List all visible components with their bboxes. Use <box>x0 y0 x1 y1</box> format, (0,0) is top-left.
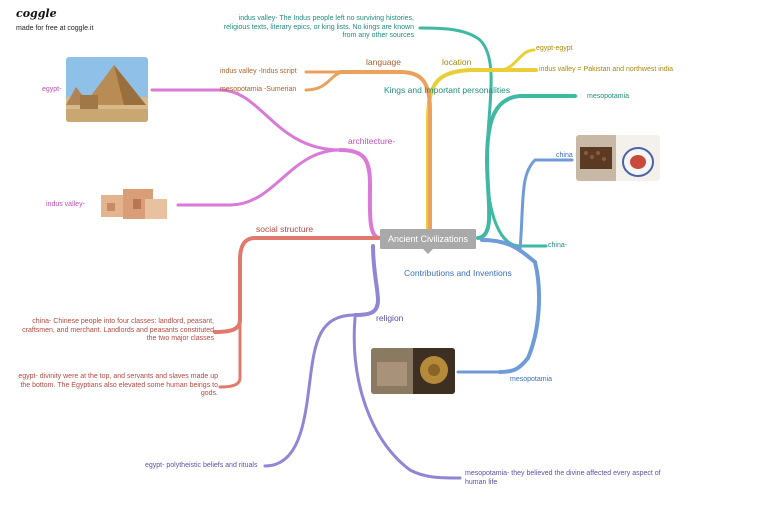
branch-label-language[interactable]: language <box>366 57 401 67</box>
branch-label-kings[interactable]: Kings and Important personalities <box>384 85 511 95</box>
branch-contributions-line <box>480 238 542 374</box>
branch-location-egypt-line <box>498 48 536 72</box>
branch-label-architecture[interactable]: architecture- <box>348 136 396 146</box>
branch-kings-china-line <box>485 168 548 248</box>
indus-ruins-drawing <box>93 183 171 225</box>
branch-kings-indus-line <box>418 26 493 162</box>
pyramids-image[interactable] <box>66 57 148 122</box>
branch-social-egypt-line <box>218 318 242 389</box>
branch-social-line <box>213 236 382 334</box>
branch-architecture-egypt-line <box>150 88 342 152</box>
leaf-contributions-mesopotamia[interactable]: mesopotamia <box>510 376 553 383</box>
mesopotamia-artifacts-drawing <box>371 348 455 394</box>
leaf-contributions-china[interactable]: china <box>556 152 573 159</box>
brand-tagline[interactable]: made for free at coggle.it <box>16 25 94 32</box>
branch-label-contributions[interactable]: Contributions and Inventions <box>404 268 512 278</box>
leaf-kings-mesopotamia[interactable]: mesopotamia <box>587 93 630 100</box>
branch-religion-line <box>353 244 381 317</box>
leaf-social-egypt[interactable]: egypt- divinity were at the top, and ser… <box>18 373 218 398</box>
branch-label-religion[interactable]: religion <box>376 313 404 323</box>
brand-logo[interactable]: coggle <box>16 7 57 20</box>
branch-language-meso-line <box>304 70 347 92</box>
leaf-religion-mesopotamia[interactable]: mesopotamia- they believed the divine af… <box>465 470 661 486</box>
leaf-location-indus[interactable]: indus valley = Pakistan and northwest in… <box>539 66 674 73</box>
branch-label-social-structure[interactable]: social structure <box>256 224 314 234</box>
leaf-religion-egypt[interactable]: egypt- polytheistic beliefs and rituals <box>145 462 258 469</box>
branch-label-location[interactable]: location <box>442 57 472 67</box>
branch-contributions-china-line <box>518 158 574 252</box>
branch-religion-egypt-line <box>263 313 357 468</box>
branch-religion-meso-line <box>352 316 462 480</box>
china-artifacts-image[interactable] <box>576 135 660 181</box>
leaf-kings-indus[interactable]: indus valley- The Indus people left no s… <box>223 15 414 40</box>
branch-language-line <box>338 70 432 231</box>
leaf-location-egypt[interactable]: egypt-egypt <box>536 45 573 52</box>
central-topic-node[interactable]: Ancient Civilizations <box>380 229 476 254</box>
leaf-kings-china[interactable]: china- <box>548 242 568 249</box>
leaf-architecture-indus[interactable]: indus valley- <box>46 201 85 208</box>
indus-ruins-image[interactable] <box>93 183 171 225</box>
leaf-language-mesopotamia[interactable]: mesopotamia -Sumerian <box>220 86 297 93</box>
leaf-social-china[interactable]: china- Chinese people into four classes:… <box>22 318 214 343</box>
branch-architecture-line <box>338 148 382 240</box>
leaf-language-indus[interactable]: indus valley -Indus script <box>220 68 297 75</box>
leaf-architecture-egypt[interactable]: egypt- <box>42 86 62 93</box>
china-artifacts-drawing <box>576 135 660 181</box>
mesopotamia-artifacts-image[interactable] <box>371 348 455 394</box>
branch-architecture-indus-line <box>176 148 342 207</box>
pyramids-drawing <box>66 57 148 122</box>
